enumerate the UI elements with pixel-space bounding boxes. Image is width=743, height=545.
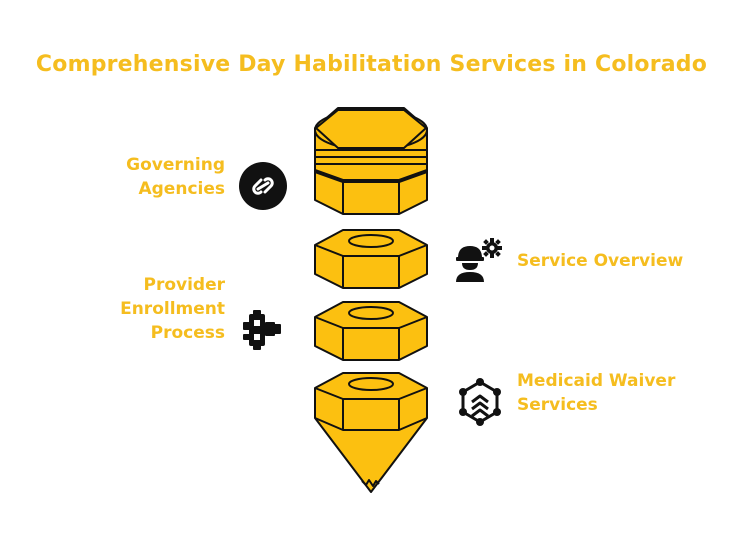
diagram-title: Comprehensive Day Habilitation Services …	[35, 52, 708, 77]
governing-agencies-label: Governing Agencies	[126, 155, 225, 199]
medicaid-waiver-label: Medicaid Waiver Services	[517, 371, 676, 415]
link-icon	[239, 162, 287, 214]
pencil-nut-1	[314, 229, 428, 289]
puzzle-icon	[239, 306, 287, 358]
pencil-top-segment	[314, 107, 428, 215]
provider-enrollment-label: Provider Enrollment Process	[120, 275, 225, 343]
worker-gear-icon	[454, 236, 506, 288]
service-overview-label: Service Overview	[517, 251, 684, 271]
pencil-tip-segment	[314, 372, 428, 493]
pencil-nut-2	[314, 301, 428, 361]
network-arrows-icon	[454, 376, 506, 432]
